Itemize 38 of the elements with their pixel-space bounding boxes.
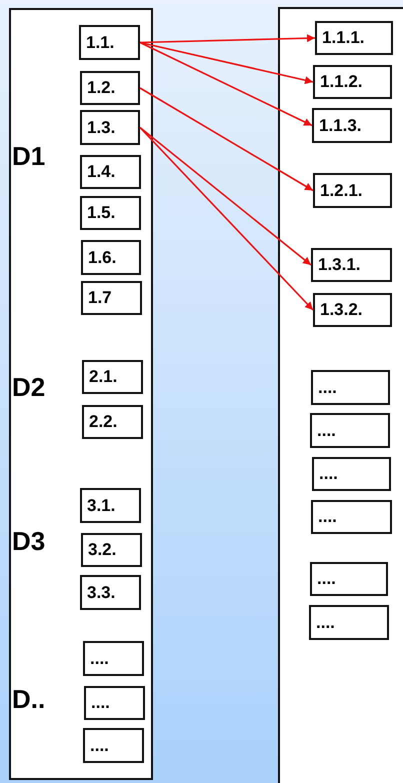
outline-box: 1.2.1. <box>313 173 392 208</box>
outline-box: 1.1.3. <box>312 108 392 143</box>
section-label: D.. <box>12 686 46 712</box>
outline-box: 1.3.2. <box>313 293 392 327</box>
outline-box: .... <box>312 457 391 491</box>
outline-box: 1.1.2. <box>313 65 392 99</box>
outline-box: 1.1. <box>79 25 140 60</box>
outline-box: 1.7 <box>81 281 142 315</box>
arrow <box>140 42 314 84</box>
outline-box: 1.4. <box>80 155 141 189</box>
outline-box: .... <box>310 562 388 596</box>
outline-box: .... <box>310 413 390 448</box>
outline-box: .... <box>311 370 390 405</box>
outline-box: 1.6. <box>81 240 141 275</box>
outline-box: .... <box>83 728 144 763</box>
section-label: D2 <box>12 374 46 400</box>
outline-box: .... <box>84 686 145 720</box>
arrow <box>140 42 312 126</box>
outline-box: 3.2. <box>81 533 142 567</box>
outline-box: .... <box>309 605 389 640</box>
outline-box: 1.3.1. <box>311 248 392 282</box>
outline-box: 1.3. <box>80 110 140 145</box>
outline-box: .... <box>83 641 144 676</box>
outline-box: 2.1. <box>82 360 143 394</box>
outline-box: 1.2. <box>80 71 140 105</box>
outline-box: 3.3. <box>80 575 141 610</box>
panel <box>9 8 153 780</box>
arrow <box>139 126 314 311</box>
outline-box: 2.2. <box>82 405 143 439</box>
section-label: D3 <box>12 528 46 554</box>
panel <box>278 7 403 783</box>
outline-box: 1.1.1. <box>315 21 393 55</box>
arrow <box>140 126 312 266</box>
outline-box: 1.5. <box>80 196 141 230</box>
outline-box: .... <box>311 500 392 534</box>
outline-box: 3.1. <box>80 488 141 523</box>
arrow <box>140 34 316 44</box>
section-label: D1 <box>12 143 46 169</box>
